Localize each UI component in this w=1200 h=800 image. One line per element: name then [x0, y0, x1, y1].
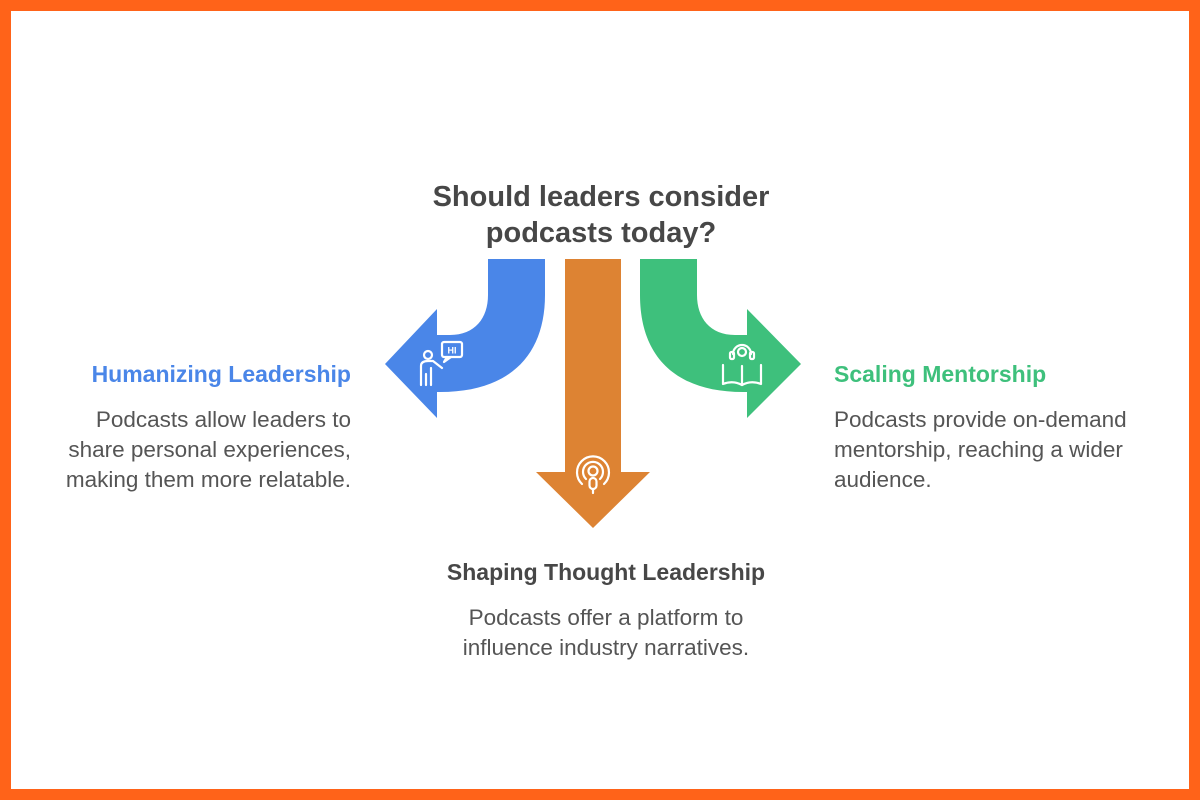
humanizing-title: Humanizing Leadership: [91, 361, 351, 387]
shaping-desc-line: influence industry narratives.: [462, 635, 750, 660]
podcast-microphone-icon: [575, 455, 611, 495]
scaling-arrow: [640, 259, 801, 418]
shaping-description: Podcasts offer a platform to influence i…: [401, 603, 811, 663]
shaping-arrow: [536, 259, 650, 528]
shaping-desc-line: Podcasts offer a platform to: [468, 605, 744, 630]
scaling-desc-line: mentorship, reaching a wider: [834, 437, 1123, 462]
humanizing-desc-line: share personal experiences,: [68, 437, 351, 462]
icon-badge-text: HI: [448, 346, 457, 356]
scaling-description: Podcasts provide on-demand mentorship, r…: [834, 405, 1127, 495]
scaling-title: Scaling Mentorship: [834, 361, 1047, 387]
humanizing-desc-line: Podcasts allow leaders to: [95, 407, 351, 432]
humanizing-desc-line: making them more relatable.: [65, 467, 351, 492]
question-line-2: podcasts today?: [485, 217, 717, 249]
shaping-title: Shaping Thought Leadership: [446, 559, 766, 585]
question-line-1: Should leaders consider: [432, 181, 770, 213]
scaling-desc-line: Podcasts provide on-demand: [834, 407, 1127, 432]
central-question: Should leaders consider podcasts today?: [391, 179, 811, 251]
branch-arrows: HI: [385, 259, 801, 528]
humanizing-description: Podcasts allow leaders to share personal…: [66, 405, 351, 495]
humanizing-arrow: HI: [385, 259, 545, 418]
scaling-desc-line: audience.: [834, 467, 932, 492]
headset-book-icon: [721, 343, 763, 387]
speaker-presenting-icon: HI: [419, 340, 464, 387]
